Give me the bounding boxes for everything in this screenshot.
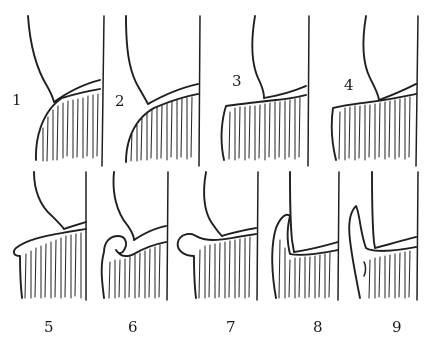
panel-1-hatching: [43, 94, 98, 161]
panel-9-label: 9: [392, 318, 402, 336]
panel-dividers: [86, 16, 418, 300]
panel-3-label: 3: [232, 72, 242, 90]
panel-5-hatching: [25, 233, 81, 298]
panel-9-upper-contour: [375, 237, 416, 248]
panel-4-outer-curve: [363, 16, 379, 100]
panel-8-label: 8: [313, 318, 323, 336]
panel-9-hatching: [369, 251, 410, 298]
panel-7-hatching: [199, 237, 250, 298]
panel-2: 2: [115, 16, 198, 162]
panel-1: 1: [12, 16, 100, 161]
panel-1-label: 1: [12, 91, 22, 109]
panel-5: 5: [14, 172, 86, 336]
panel-9-vertical-line: [372, 172, 375, 248]
panel-3-outer-curve: [252, 16, 264, 98]
panel-6: 6: [102, 172, 166, 336]
panel-6-upper-contour: [134, 226, 166, 240]
panel-4-hatching: [339, 97, 410, 160]
panel-2-outer-curve: [126, 16, 148, 104]
panel-2-label: 2: [115, 92, 125, 110]
panel-8-hatching: [279, 240, 330, 298]
panel-1-outer-curve: [28, 16, 54, 102]
panel-9-inner-mark: [364, 262, 366, 276]
panel-9-spike: [349, 206, 416, 298]
panel-4-lower-contour: [332, 94, 416, 160]
panel-7-outer-curve: [204, 172, 222, 236]
panel-6-outer-curve: [114, 172, 134, 240]
panel-8: 8: [272, 172, 338, 336]
panel-5-upper-contour: [64, 222, 86, 229]
panel-6-hook: [102, 236, 166, 298]
panel-5-outer-curve: [34, 172, 64, 229]
panel-9: 9: [349, 172, 416, 336]
panel-7-label: 7: [226, 318, 236, 336]
panel-6-label: 6: [128, 318, 138, 336]
panel-3-lower-contour: [222, 95, 306, 160]
panel-7: 7: [178, 172, 256, 336]
panel-4-label: 4: [344, 76, 354, 94]
panel-4: 4: [332, 16, 416, 160]
panel-5-label: 5: [44, 318, 54, 336]
panel-8-vertical-line: [290, 172, 294, 252]
panel-3-hatching: [229, 98, 300, 160]
panel-3: 3: [222, 16, 306, 160]
panel-7-lower-contour: [178, 234, 256, 298]
panel-2-hatching: [131, 97, 192, 161]
